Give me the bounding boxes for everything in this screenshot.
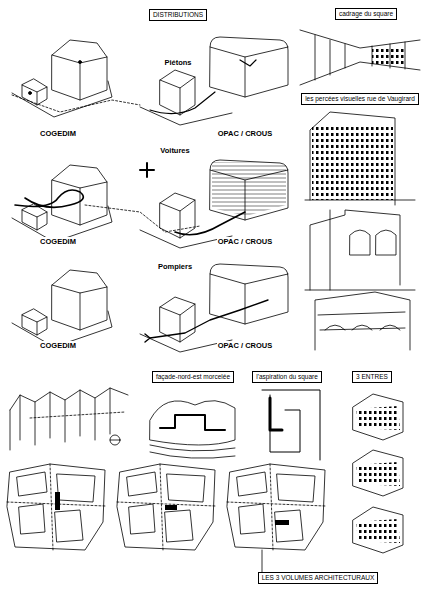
sketch-label: Pompiers	[157, 262, 193, 271]
heading-text: l'aspiration du square	[256, 373, 318, 380]
sketch-label: Piétons	[163, 58, 192, 67]
sketch-label: Voitures	[159, 146, 190, 155]
boxed-heading: LES 3 VOLUMES ARCHITECTURAUX	[258, 572, 379, 584]
sketch-label: OPAC / CROUS	[217, 341, 273, 350]
boxed-heading: les percées visuelles rue de Vaugirard	[301, 93, 419, 105]
heading-text: cadrage du square	[339, 10, 393, 17]
sketch-label: COGEDIM	[39, 129, 77, 138]
heading-text: DISTRIBUTIONS	[153, 11, 203, 18]
boxed-heading: l'aspiration du square	[252, 371, 322, 383]
heading-text: les percées visuelles rue de Vaugirard	[305, 95, 415, 102]
sketch-label: OPAC / CROUS	[217, 129, 273, 138]
sketch-label: COGEDIM	[39, 237, 77, 246]
heading-text: 3 ENTRES	[356, 373, 388, 380]
boxed-heading: cadrage du square	[335, 8, 397, 20]
boxed-heading: façade-nord-est morcelée	[152, 371, 234, 383]
boxed-heading: 3 ENTRES	[352, 371, 392, 383]
boxed-heading: DISTRIBUTIONS	[149, 9, 207, 21]
sketch-label: COGEDIM	[39, 341, 77, 350]
heading-text: LES 3 VOLUMES ARCHITECTURAUX	[262, 574, 375, 581]
sketch-label: OPAC / CROUS	[217, 237, 273, 246]
heading-text: façade-nord-est morcelée	[156, 373, 230, 380]
